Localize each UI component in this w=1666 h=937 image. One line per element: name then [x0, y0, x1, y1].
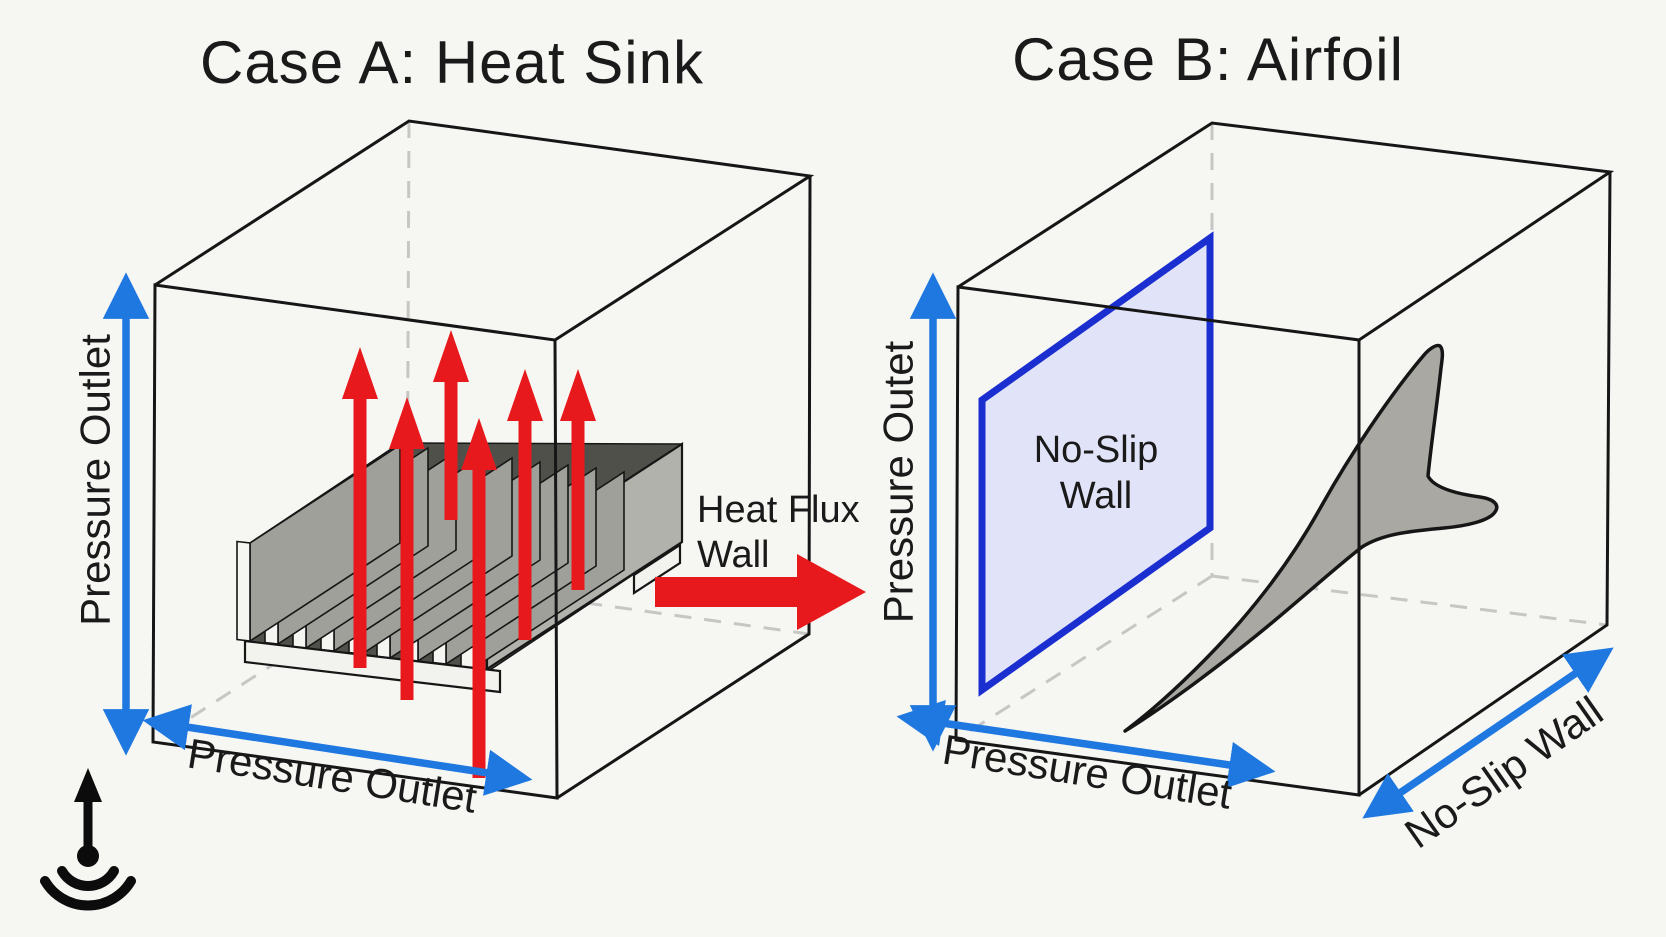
- heat-flux-label-line2: Wall: [697, 534, 769, 576]
- heat-arrow-up: [507, 369, 543, 640]
- case-b-title: Case B: Airfoil: [1012, 26, 1404, 93]
- heatsink-base: [243, 639, 502, 694]
- heat-sink: [236, 441, 684, 694]
- case-b-left-label: Pressure Outet: [875, 340, 922, 623]
- box-top-face: [957, 121, 1615, 342]
- heat-flux-label-line1: Heat Flux: [697, 489, 860, 531]
- plane-label-line2: Wall: [1060, 475, 1132, 517]
- gravity-origin-dot: [77, 845, 99, 867]
- case-a-title: Case A: Heat Sink: [200, 29, 704, 96]
- case-b-bottom-label: Pressure Outlet: [939, 726, 1235, 818]
- hidden-edge-vertical: [405, 120, 411, 579]
- pressure-outlet-arrow-bottom-a: [142, 704, 533, 796]
- heat-flux-wall-callout: Heat Flux Wall: [655, 489, 866, 630]
- heat-arrow-up: [389, 397, 425, 700]
- heat-arrow-up: [342, 347, 378, 668]
- box-top-face: [154, 119, 815, 342]
- gravity-arrow-head: [74, 768, 102, 802]
- heat-flux-arrow-right: [655, 554, 866, 630]
- no-slip-wall-arrow-diagonal: [1362, 647, 1614, 819]
- case-a-group: Case A: Heat Sink: [72, 29, 866, 822]
- heat-arrow-up: [433, 330, 469, 520]
- gravity-axis-icon: [40, 768, 136, 911]
- case-b-group: Case B: Airfoil No-Slip Wall Pressure Ou…: [875, 26, 1615, 857]
- gravity-ripple-outer: [40, 876, 136, 911]
- box-right-face: [556, 175, 812, 800]
- plane-label-line1: No-Slip: [1034, 429, 1159, 471]
- heatsink-base-tab: [632, 542, 682, 596]
- no-slip-wall-plane: [978, 231, 1214, 697]
- case-a-left-label: Pressure Outlet: [72, 334, 119, 626]
- gravity-ripple-inner: [57, 866, 119, 892]
- fin-front: [236, 540, 251, 642]
- heat-arrow-up: [461, 418, 497, 778]
- case-a-box: [151, 119, 815, 800]
- pressure-outlet-arrow-bottom-b: [896, 700, 1276, 788]
- heat-arrow-up: [560, 369, 596, 590]
- airfoil-body: [1123, 343, 1499, 733]
- heat-arrows: [342, 330, 596, 778]
- case-a-bottom-label: Pressure Outlet: [184, 730, 480, 822]
